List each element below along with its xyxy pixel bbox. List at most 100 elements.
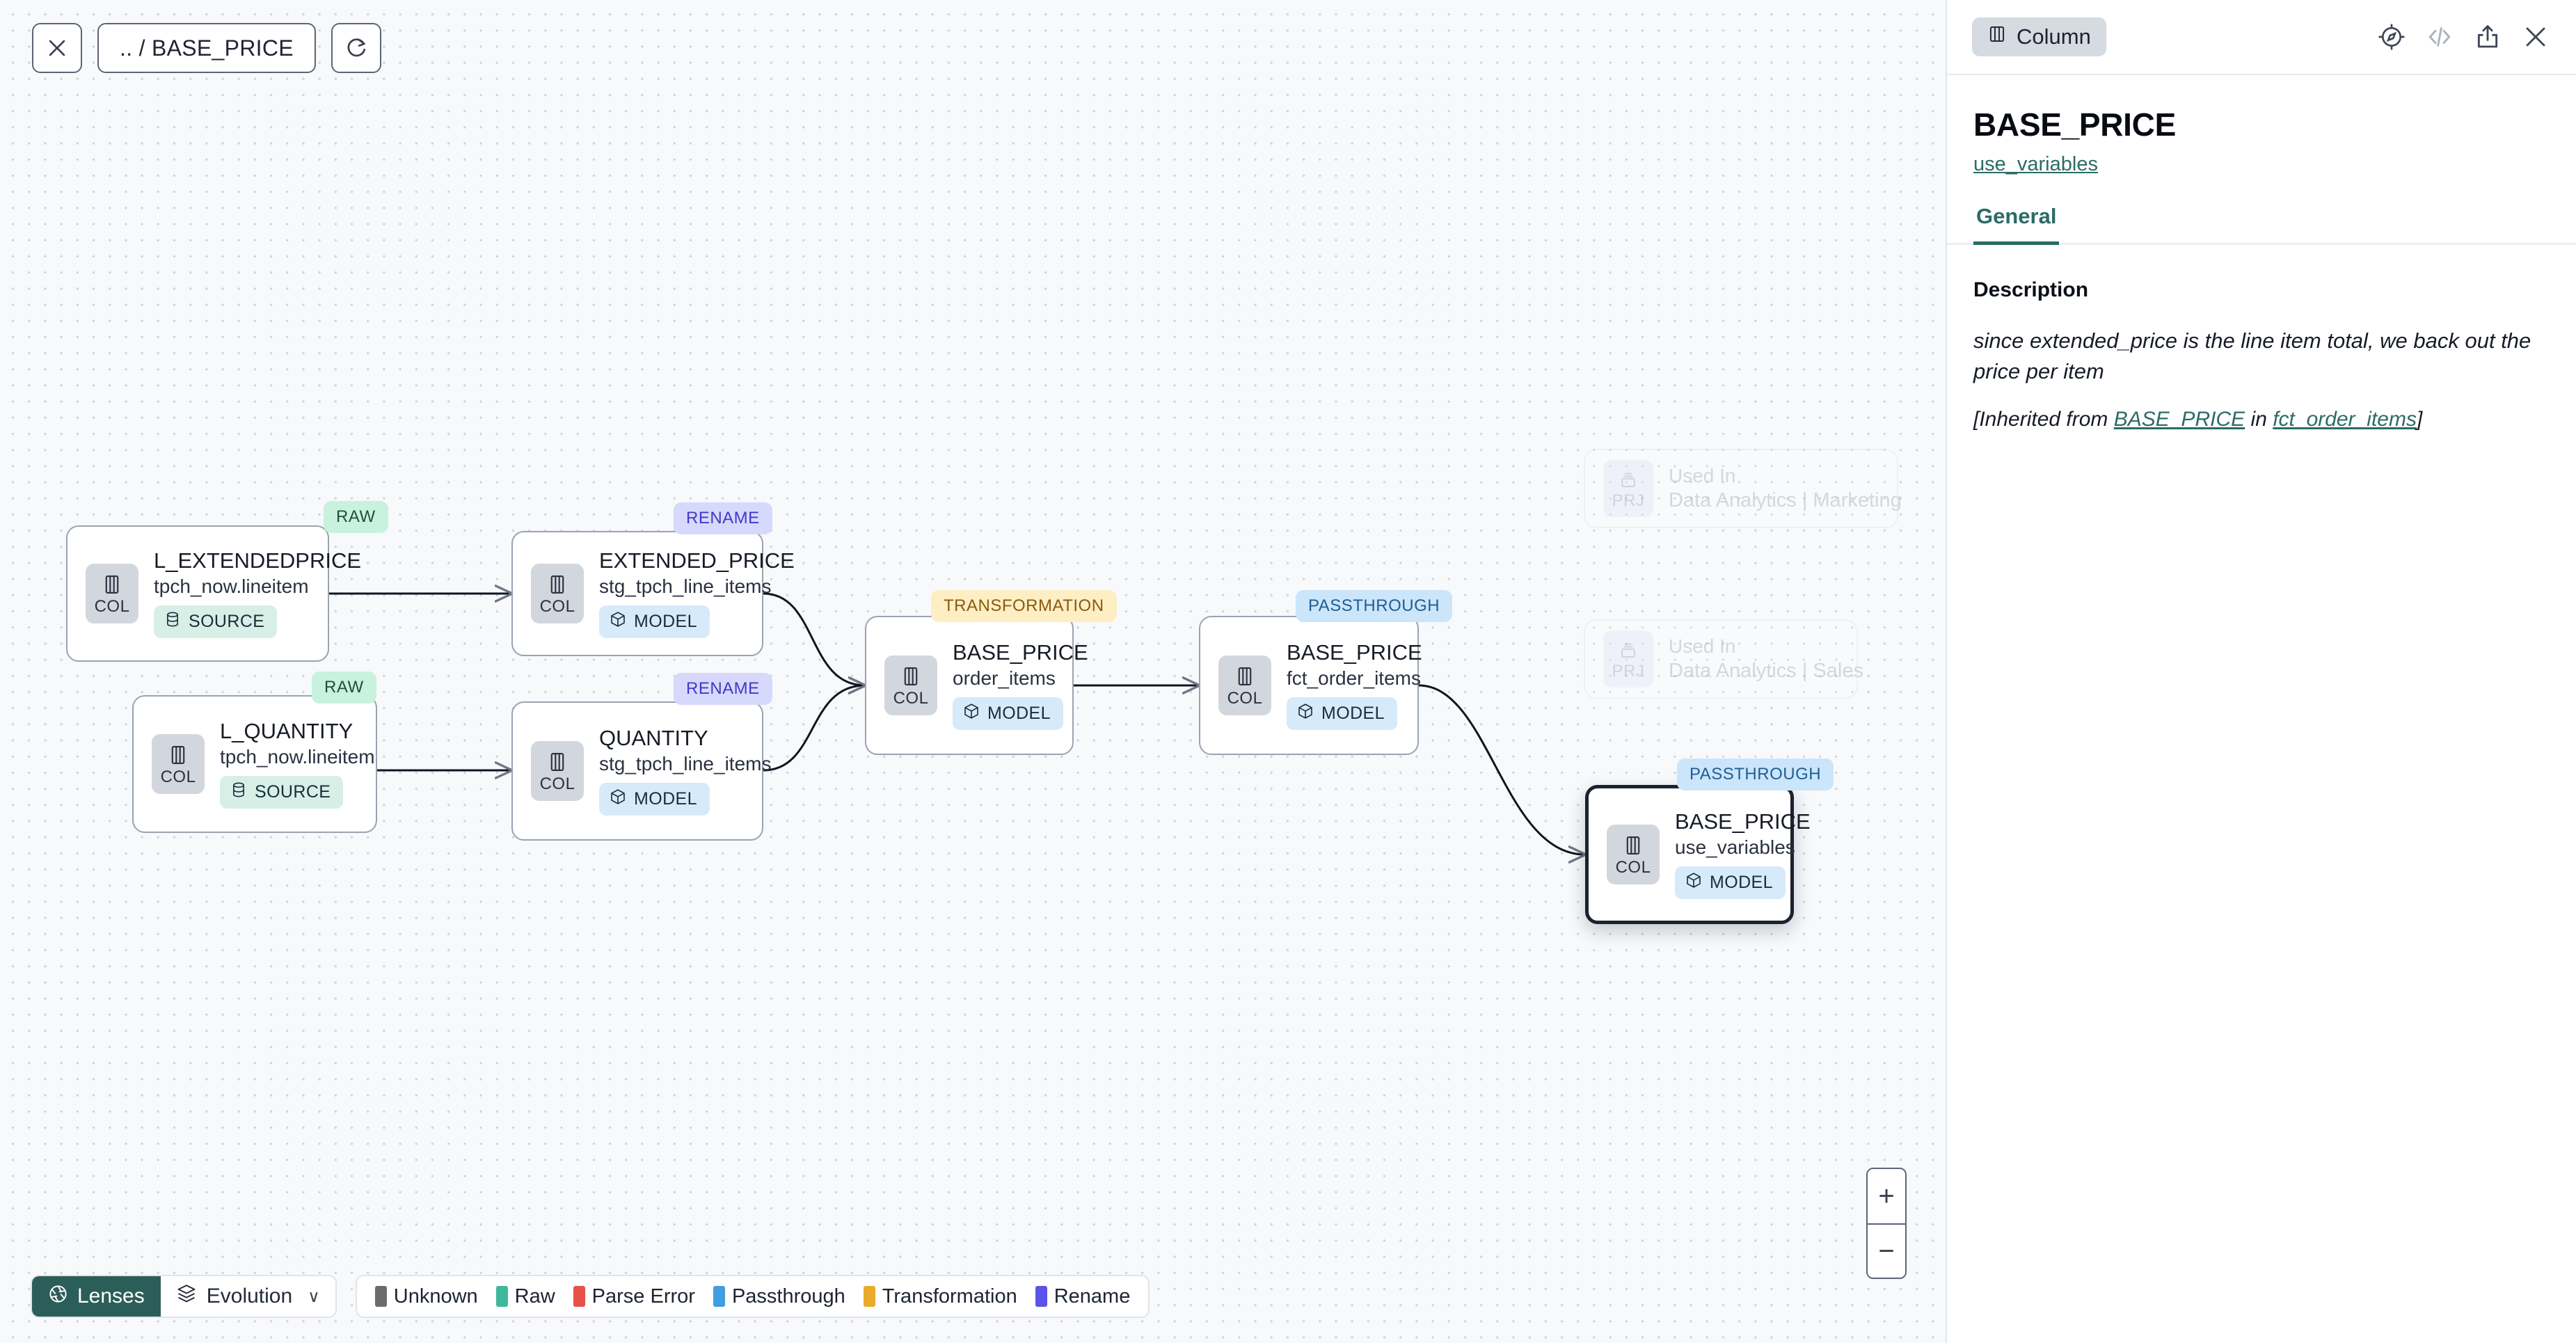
- lenses-button[interactable]: Lenses: [32, 1276, 161, 1317]
- node-title: L_EXTENDEDPRICE: [154, 548, 362, 573]
- node-body: Used In Data Analytics | Marketing: [1669, 465, 1902, 513]
- inherited-prefix: [Inherited from: [1973, 408, 2114, 431]
- close-lineage-button[interactable]: [32, 23, 82, 73]
- node-subtitle: tpch_now.lineitem: [220, 746, 375, 768]
- tab-general[interactable]: General: [1973, 204, 2060, 245]
- cube-icon: [962, 702, 980, 725]
- legend-label: Passthrough: [731, 1285, 845, 1308]
- legend-swatch: [374, 1286, 387, 1307]
- column-icon: COL: [1218, 655, 1271, 715]
- details-panel-header: Column: [1947, 0, 2576, 75]
- node-icon-label: COL: [160, 767, 196, 786]
- focus-icon[interactable]: [2378, 23, 2406, 51]
- node-title: Used In: [1669, 464, 1736, 486]
- legend-label: Transformation: [882, 1285, 1017, 1308]
- column-icon: [1987, 24, 2007, 49]
- aperture-icon: [48, 1284, 68, 1310]
- legend-swatch: [713, 1286, 725, 1307]
- node-status-badge-l_extendedprice: RAW: [324, 501, 388, 533]
- description-label: Description: [1973, 278, 2089, 301]
- column-icon: COL: [884, 655, 937, 715]
- node-subtitle: fct_order_items: [1287, 667, 1421, 690]
- node-kind-label: MODEL: [1321, 704, 1385, 724]
- legend-item[interactable]: Transformation: [863, 1285, 1017, 1308]
- node-title: BASE_PRICE: [1287, 639, 1422, 665]
- refresh-button[interactable]: [331, 23, 381, 73]
- legend-label: Parse Error: [591, 1285, 695, 1308]
- zoom-in-button[interactable]: +: [1868, 1169, 1905, 1223]
- node-title: BASE_PRICE: [953, 639, 1088, 665]
- cube-icon: [1296, 702, 1314, 725]
- node-icon-label: PRJ: [1612, 661, 1645, 681]
- node-icon-label: COL: [1615, 857, 1651, 877]
- node-status-badge-fct_order_items: PASSTHROUGH: [1296, 590, 1453, 622]
- node-icon-label: COL: [1227, 688, 1263, 708]
- node-title: BASE_PRICE: [1675, 809, 1811, 834]
- node-subtitle: order_items: [953, 667, 1056, 690]
- node-kind-chip: SOURCE: [154, 605, 278, 639]
- breadcrumb[interactable]: .. / BASE_PRICE: [97, 23, 316, 73]
- node-kind-label: MODEL: [634, 612, 697, 632]
- description-section: Description since extended_price is the …: [1947, 245, 2576, 435]
- parent-model-link-wrap: use_variables: [1947, 143, 2576, 176]
- close-icon[interactable]: [2522, 23, 2550, 51]
- node-kind-label: MODEL: [987, 704, 1051, 724]
- cube-icon: [609, 610, 627, 633]
- description-text: since extended_price is the line item to…: [1973, 328, 2531, 384]
- node-subtitle: stg_tpch_line_items: [599, 753, 772, 775]
- inherited-suffix: ]: [2416, 408, 2423, 431]
- inherited-middle: in: [2245, 408, 2273, 431]
- legend-item[interactable]: Parse Error: [573, 1285, 695, 1308]
- zoom-controls: + −: [1866, 1168, 1907, 1279]
- column-icon: COL: [531, 741, 584, 801]
- cube-icon: [1685, 871, 1703, 894]
- zoom-out-button[interactable]: −: [1868, 1223, 1905, 1278]
- database-icon: [164, 610, 182, 633]
- evolution-label: Evolution: [206, 1285, 293, 1308]
- details-panel-actions: [2378, 23, 2550, 51]
- layers-icon: [176, 1283, 197, 1310]
- inherited-model-link[interactable]: fct_order_items: [2273, 408, 2417, 431]
- node-kind-label: MODEL: [634, 789, 697, 809]
- node-title: L_QUANTITY: [220, 718, 353, 743]
- legend-item[interactable]: Raw: [495, 1285, 555, 1308]
- node-subtitle: Data Analytics | Marketing: [1669, 489, 1902, 512]
- column-icon: COL: [1607, 825, 1660, 884]
- node-subtitle: tpch_now.lineitem: [154, 575, 309, 598]
- node-icon-label: COL: [94, 596, 130, 616]
- legend-item[interactable]: Rename: [1035, 1285, 1130, 1308]
- evolution-dropdown[interactable]: Evolution ∨: [160, 1276, 335, 1317]
- code-icon[interactable]: [2426, 23, 2454, 51]
- legend-label: Raw: [514, 1285, 555, 1308]
- canvas-bottom-bar: Lenses Evolution ∨ Unknown Raw Parse Error…: [31, 1275, 1150, 1318]
- legend-item[interactable]: Unknown: [374, 1285, 478, 1308]
- node-title: QUANTITY: [599, 725, 708, 750]
- legend-swatch: [1035, 1286, 1047, 1307]
- inherited-column-link[interactable]: BASE_PRICE: [2113, 408, 2245, 431]
- legend-item[interactable]: Passthrough: [713, 1285, 845, 1308]
- node-kind-chip: MODEL: [1675, 866, 1786, 900]
- node-icon-label: COL: [539, 774, 575, 793]
- node-subtitle: stg_tpch_line_items: [599, 575, 772, 598]
- database-icon: [230, 781, 248, 804]
- node-title: EXTENDED_PRICE: [599, 548, 795, 573]
- share-icon[interactable]: [2474, 23, 2502, 51]
- parent-model-link[interactable]: use_variables: [1973, 153, 2098, 175]
- node-status-badge-l_quantity: RAW: [312, 672, 376, 704]
- entity-type-pill: Column: [1972, 17, 2106, 56]
- node-kind-chip: MODEL: [1287, 697, 1397, 731]
